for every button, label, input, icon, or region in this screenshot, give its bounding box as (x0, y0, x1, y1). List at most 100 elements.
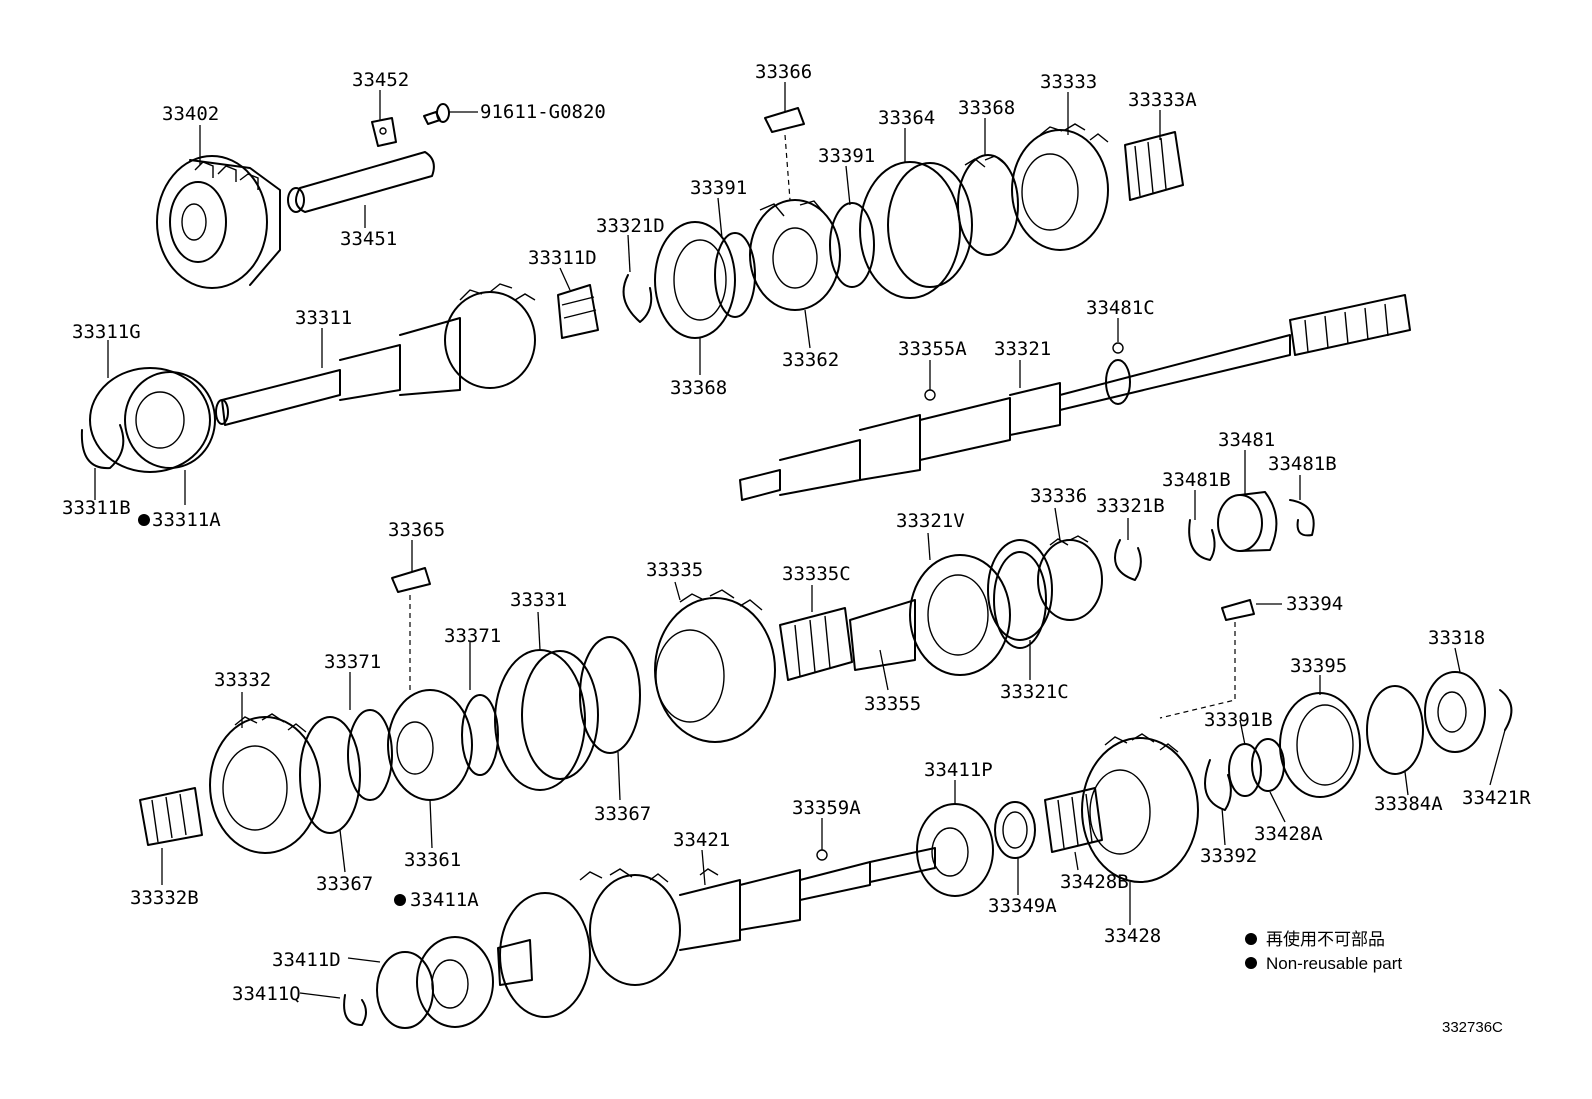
label-33368-low[interactable]: 33368 (670, 377, 727, 399)
leader-lines (94, 82, 1506, 999)
part-91611-bolt-drawing (423, 103, 450, 125)
label-33384A[interactable]: 33384A (1374, 793, 1443, 815)
legend-text-en: Non-reusable part (1266, 954, 1402, 973)
label-91611-G0820[interactable]: 91611-G0820 (480, 101, 606, 123)
label-33321B[interactable]: 33321B (1096, 495, 1165, 517)
label-33335[interactable]: 33335 (646, 559, 703, 581)
label-33321D[interactable]: 33321D (596, 215, 665, 237)
label-33428A[interactable]: 33428A (1254, 823, 1323, 845)
label-33331[interactable]: 33331 (510, 589, 567, 611)
part-33394-key-drawing (1221, 599, 1255, 621)
label-33355[interactable]: 33355 (864, 693, 921, 715)
part-33411Q-ring-drawing (343, 994, 367, 1026)
label-33336[interactable]: 33336 (1030, 485, 1087, 507)
label-33421R[interactable]: 33421R (1462, 787, 1531, 809)
part-33361-hub-drawing (387, 689, 473, 801)
part-33452-drawing (371, 117, 397, 147)
label-33333A[interactable]: 33333A (1128, 89, 1197, 111)
part-33332-gear-drawing (209, 713, 321, 854)
label-33371-b[interactable]: 33371 (324, 651, 381, 673)
part-33402-drawing (156, 155, 281, 289)
label-33349A[interactable]: 33349A (988, 895, 1057, 917)
label-33411Q[interactable]: 33411Q (232, 983, 301, 1005)
label-33311[interactable]: 33311 (295, 307, 352, 329)
label-33451[interactable]: 33451 (340, 228, 397, 250)
part-33321D-ring-drawing (622, 274, 653, 323)
label-33428B[interactable]: 33428B (1060, 871, 1129, 893)
label-33481B-right[interactable]: 33481B (1268, 453, 1337, 475)
label-33311D[interactable]: 33311D (528, 247, 597, 269)
label-33332B[interactable]: 33332B (130, 887, 199, 909)
label-33411D[interactable]: 33411D (272, 949, 341, 971)
part-33411A-bearing-drawing (416, 936, 494, 1028)
label-33361[interactable]: 33361 (404, 849, 461, 871)
label-33366[interactable]: 33366 (755, 61, 812, 83)
label-33321[interactable]: 33321 (994, 338, 1051, 360)
label-33365[interactable]: 33365 (388, 519, 445, 541)
label-33311B[interactable]: 33311B (62, 497, 131, 519)
label-33362[interactable]: 33362 (782, 349, 839, 371)
part-33368-ring-drawing (654, 221, 736, 339)
label-33395[interactable]: 33395 (1290, 655, 1347, 677)
part-33367-ring-drawing (579, 636, 641, 754)
non-reusable-dot-33311A (138, 514, 150, 526)
part-33421R-ring-drawing (1499, 689, 1513, 731)
label-33481[interactable]: 33481 (1218, 429, 1275, 451)
label-33428[interactable]: 33428 (1104, 925, 1161, 947)
label-33402[interactable]: 33402 (162, 103, 219, 125)
label-33411P[interactable]: 33411P (924, 759, 993, 781)
label-33392[interactable]: 33392 (1200, 845, 1257, 867)
label-33355A[interactable]: 33355A (898, 338, 967, 360)
label-33367-low[interactable]: 33367 (316, 873, 373, 895)
label-33371-a[interactable]: 33371 (444, 625, 501, 647)
label-33481C[interactable]: 33481C (1086, 297, 1155, 319)
part-33318-bearing-drawing (1424, 671, 1486, 753)
part-33395-sleeve-drawing (1279, 692, 1361, 798)
part-33311D-bearing-drawing (557, 284, 599, 339)
part-33355-shaft-drawing (849, 599, 916, 671)
non-reusable-dot-33411A (394, 894, 406, 906)
label-33481B-left[interactable]: 33481B (1162, 469, 1231, 491)
label-33359A[interactable]: 33359A (792, 797, 861, 819)
label-33364[interactable]: 33364 (878, 107, 935, 129)
part-33428B-bearing-drawing (1044, 787, 1103, 853)
label-33318[interactable]: 33318 (1428, 627, 1485, 649)
key-33366-alignment-line (784, 134, 791, 201)
label-33332[interactable]: 33332 (214, 669, 271, 691)
part-33362-hub-drawing (749, 199, 841, 311)
label-33391B[interactable]: 33391B (1204, 709, 1273, 731)
label-33391-b[interactable]: 33391 (818, 145, 875, 167)
part-33411D-ring-drawing (376, 951, 434, 1029)
label-33452[interactable]: 33452 (352, 69, 409, 91)
label-33394[interactable]: 33394 (1286, 593, 1343, 615)
label-33411A[interactable]: 33411A (410, 889, 479, 911)
part-33321-output-shaft-drawing (739, 294, 1411, 501)
label-33391-a[interactable]: 33391 (690, 177, 747, 199)
label-33335C[interactable]: 33335C (782, 563, 851, 585)
part-number-labels: 33402 33452 91611-G0820 33451 33366 3336… (62, 61, 1531, 1005)
part-33428A-ring-drawing (1251, 738, 1285, 792)
legend-dot-en (1245, 957, 1257, 969)
label-33311A[interactable]: 33311A (152, 509, 221, 531)
label-33368-top[interactable]: 33368 (958, 97, 1015, 119)
part-33367-low-ring-drawing (299, 716, 361, 834)
part-33349A-washer-drawing (994, 801, 1036, 859)
label-33333[interactable]: 33333 (1040, 71, 1097, 93)
label-33421[interactable]: 33421 (673, 829, 730, 851)
label-33311G[interactable]: 33311G (72, 321, 141, 343)
label-33367-mid[interactable]: 33367 (594, 803, 651, 825)
part-33421-countershaft-drawing (497, 847, 936, 1018)
part-33428-gear-drawing (1081, 733, 1199, 883)
part-33321V-bearing-drawing (909, 539, 1053, 676)
label-33321C[interactable]: 33321C (1000, 681, 1069, 703)
part-33368-top-ring-drawing (957, 154, 1019, 256)
label-33321V[interactable]: 33321V (896, 510, 965, 532)
part-33481B-rings-drawing (1188, 499, 1315, 561)
ball-33359A (816, 849, 828, 861)
key-33394-alignment-line (1159, 622, 1236, 719)
ball-33355A (924, 389, 936, 401)
part-33481-collar-drawing (1217, 491, 1278, 552)
diagram-code: 332736C (1442, 1019, 1503, 1036)
part-33336-gear-drawing (1037, 535, 1103, 621)
